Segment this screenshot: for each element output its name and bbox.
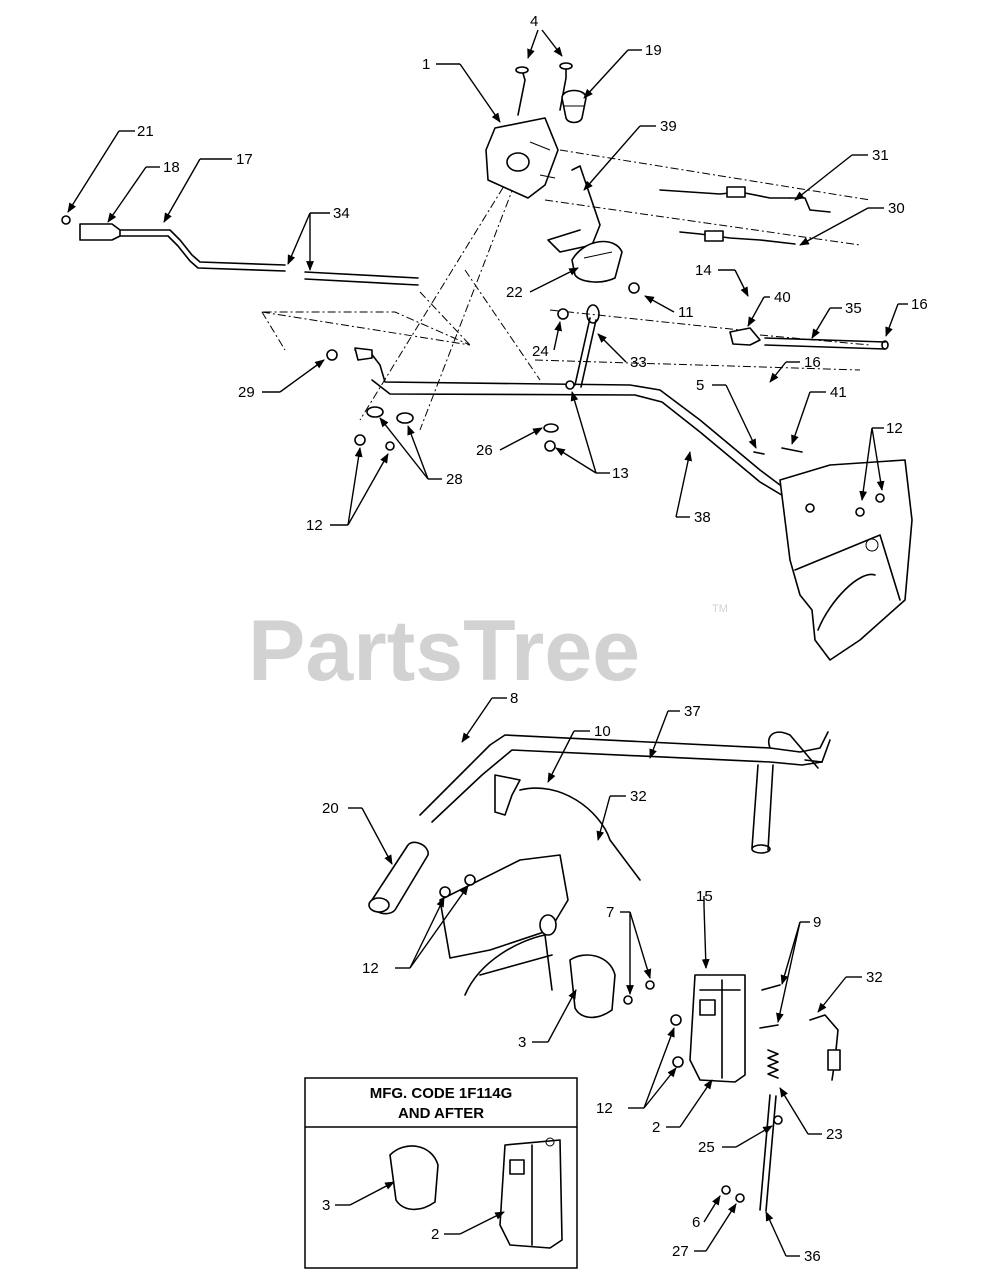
callout-14: 14 [695,262,712,279]
link-33 [574,317,597,388]
quadrant-22 [571,240,623,283]
callout-15: 15 [696,888,713,905]
callout-34: 34 [333,205,350,222]
callout-32b: 32 [866,969,883,986]
callout-25: 25 [698,1139,715,1156]
cable-31 [659,189,791,199]
cable-30 [679,231,796,245]
bracket-2 [689,974,746,1083]
watermark-trademark: TM [712,603,728,615]
callout-2b: 2 [431,1226,439,1243]
callout-33: 33 [630,354,647,371]
callout-28: 28 [446,471,463,488]
callout-41: 41 [830,384,847,401]
callout-40: 40 [774,289,791,306]
callout-12d: 12 [596,1100,613,1117]
callout-4: 4 [530,13,538,30]
callout-36: 36 [804,1248,821,1265]
callout-37: 37 [684,703,701,720]
callout-13: 13 [612,465,629,482]
handle-37 [419,731,829,816]
callout-17: 17 [236,151,253,168]
callout-3a: 3 [518,1034,526,1051]
grip-18 [79,223,121,241]
inset-bracket-2 [499,1139,563,1249]
lever-10 [494,774,521,816]
callout-6: 6 [692,1214,700,1231]
callout-labels: 4 19 1 39 21 18 17 31 30 34 22 11 14 40 … [137,13,928,1265]
callout-35: 35 [845,300,862,317]
callout-10: 10 [594,723,611,740]
callout-31: 31 [872,147,889,164]
nut-24 [557,308,569,320]
upper-assembly [61,62,913,661]
watermark-text: PartsTree [248,603,640,699]
callout-8: 8 [510,690,518,707]
rod-34 [304,271,419,286]
callout-19: 19 [645,42,662,59]
callout-1: 1 [422,56,430,73]
callout-12b: 12 [306,517,323,534]
callout-20: 20 [322,800,339,817]
callout-12c: 12 [362,960,379,977]
callout-5: 5 [696,377,704,394]
inset-quadrant-3 [389,1145,439,1211]
callout-24: 24 [532,343,549,360]
callout-2a: 2 [652,1119,660,1136]
callout-18: 18 [163,159,180,176]
rod-35 [764,337,886,350]
callout-38: 38 [694,509,711,526]
plate-assembly [779,459,913,661]
bracket-mount [439,854,569,959]
callout-32a: 32 [630,788,647,805]
rod-38 [354,349,781,486]
callout-9: 9 [813,914,821,931]
spring-23 [767,1049,779,1079]
callout-29: 29 [238,384,255,401]
callout-7: 7 [606,904,614,921]
callout-22: 22 [506,284,523,301]
callout-39: 39 [660,118,677,135]
rod-36 [759,1094,777,1212]
rod-17 [119,229,286,266]
callout-23: 23 [826,1126,843,1143]
inset-box: MFG. CODE 1F114G AND AFTER [304,1077,578,1269]
lower-assembly [368,731,841,1212]
fitting-40 [729,327,761,346]
cable-32 [519,787,641,881]
inset-title-line2: AND AFTER [398,1105,484,1122]
screw-4a [517,69,526,116]
callout-16b: 16 [804,354,821,371]
nut-29 [326,349,338,361]
callout-27: 27 [672,1243,689,1260]
callout-11: 11 [678,304,694,321]
callout-3b: 3 [322,1197,330,1214]
cap-21 [61,215,71,225]
callout-21: 21 [137,123,154,140]
quadrant-3 [569,954,616,1019]
leader-lines [67,29,908,1257]
callout-12a: 12 [886,420,903,437]
lever-39 [547,165,601,253]
callout-16a: 16 [911,296,928,313]
callout-30: 30 [888,200,905,217]
inset-title-line1: MFG. CODE 1F114G [370,1085,513,1102]
callout-26: 26 [476,442,493,459]
